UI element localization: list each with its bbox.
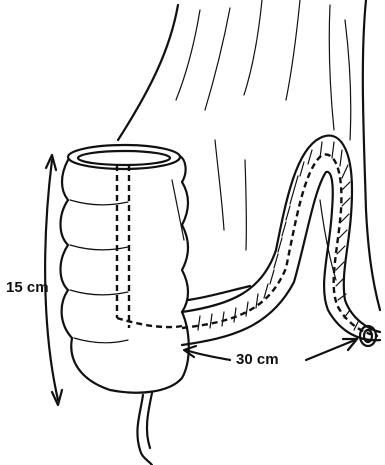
mesentery [118, 0, 380, 310]
label-15cm: 15 cm [6, 279, 49, 296]
pouch [61, 145, 189, 465]
label-30cm: 30 cm [236, 351, 279, 368]
ileal-limb [182, 136, 380, 346]
